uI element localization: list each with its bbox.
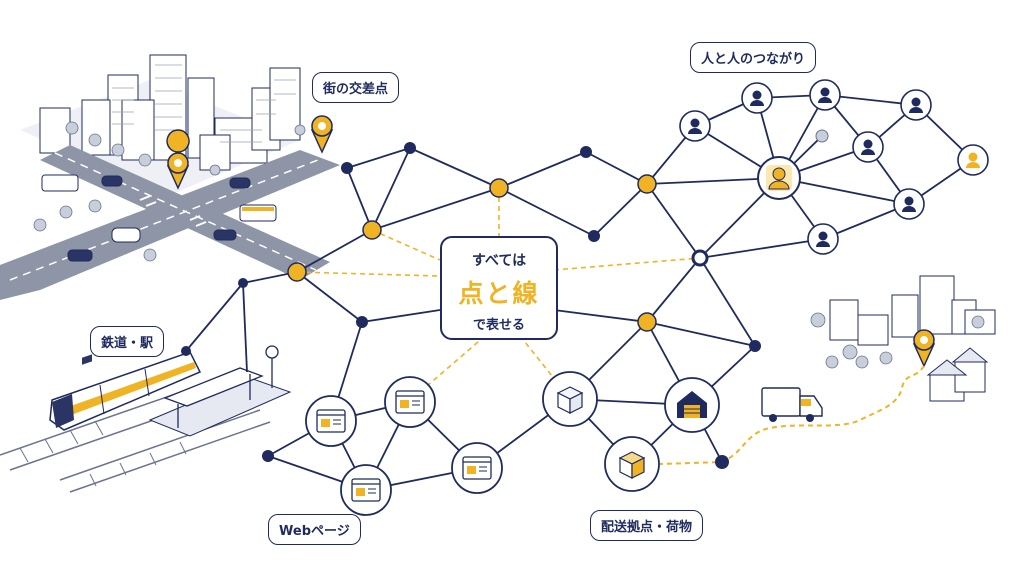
people-nodes	[679, 79, 989, 255]
label-intersection: 街の交差点	[312, 72, 400, 103]
package-box-icon	[604, 436, 660, 492]
person-icon	[809, 79, 841, 111]
center-line-2: 点と線	[458, 279, 540, 308]
map-pin-icon	[912, 329, 936, 368]
center-dashed-connectors	[296, 188, 701, 393]
person-icon	[807, 223, 839, 255]
center-line-1: すべては	[471, 253, 527, 269]
label-railway: 鉄道・駅	[90, 326, 165, 357]
browser-window-icon	[384, 376, 436, 428]
city-illustration	[0, 54, 340, 300]
label-web: Webページ	[268, 514, 361, 545]
map-pin-icon	[166, 129, 190, 190]
network-edges	[185, 94, 974, 491]
railway-illustration	[0, 345, 292, 493]
package-box-icon	[542, 371, 598, 427]
small-gray-node	[815, 129, 829, 143]
hub-node	[691, 249, 709, 267]
highlight-nodes	[287, 174, 657, 332]
person-icon	[679, 110, 711, 142]
person-icon	[893, 188, 925, 220]
center-message-box: すべては 点と線 で表せる	[440, 236, 558, 340]
person-icon	[957, 144, 989, 176]
person-icon	[900, 89, 932, 121]
label-logistics: 配送拠点・荷物	[590, 510, 704, 541]
warehouse-icon	[664, 377, 720, 433]
delivery-truck-icon	[761, 387, 823, 422]
small-network-nodes	[181, 142, 761, 469]
person-icon	[741, 82, 773, 114]
map-pin-icon	[310, 115, 334, 154]
logistics-nodes	[542, 371, 720, 492]
train-icon	[49, 351, 202, 431]
person-icon	[852, 131, 884, 163]
label-people: 人と人のつながり	[690, 42, 817, 73]
web-nodes	[305, 376, 503, 516]
houses-illustration	[659, 275, 996, 465]
browser-window-icon	[451, 442, 503, 494]
person-icon	[757, 156, 801, 200]
browser-window-icon	[340, 464, 392, 516]
browser-window-icon	[305, 395, 357, 447]
center-line-3: で表せる	[472, 318, 525, 333]
